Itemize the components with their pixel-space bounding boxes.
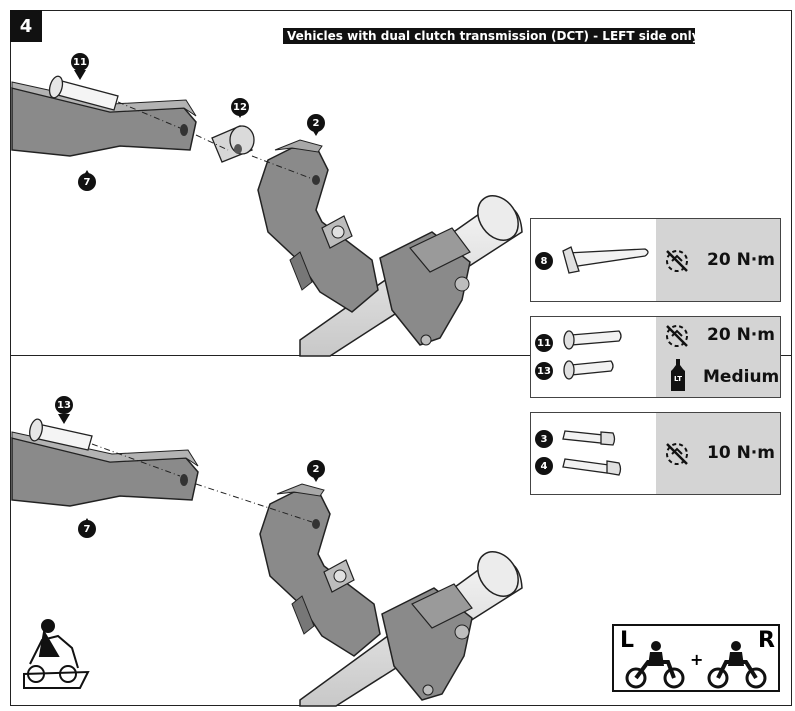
torque-value-3: 10 N·m xyxy=(707,443,775,463)
instruction-frame xyxy=(10,10,792,706)
callout-adapter-2-top: 2 xyxy=(307,114,325,132)
adapter-part-top xyxy=(257,147,379,313)
spec-box-bolts-3-4: 3 4 10 N·m xyxy=(530,412,781,495)
bolt-13-drawing xyxy=(29,418,93,451)
torque-wrench-icon xyxy=(666,443,688,465)
spec-box-bolts-11-13: 11 13 20 N·m LT Medium xyxy=(530,316,781,398)
plus-sign: + xyxy=(690,650,704,669)
right-side-label: R xyxy=(758,628,775,653)
bolt-11-drawing xyxy=(48,75,119,111)
callout-adapter-2-bottom: 2 xyxy=(307,460,325,478)
torque-wrench-icon xyxy=(666,250,688,272)
motorcycle-right-icon xyxy=(707,641,767,689)
step-number: 4 xyxy=(10,10,42,42)
part-badge-3: 3 xyxy=(535,430,553,448)
section-divider xyxy=(10,355,792,356)
bolt-11-icon xyxy=(563,330,622,350)
top-assembly xyxy=(11,75,523,357)
callout-handguard-7-top: 7 xyxy=(78,173,96,191)
spec-box-bolt-8: 8 20 N·m xyxy=(530,218,781,302)
part-badge-13: 13 xyxy=(535,362,553,380)
threadlocker-icon-text: LT xyxy=(673,375,683,383)
part-badge-4: 4 xyxy=(535,457,553,475)
left-side-label: L xyxy=(620,628,635,653)
callout-handguard-7-bottom: 7 xyxy=(78,520,96,538)
motorcycle-left-icon xyxy=(625,641,685,689)
socket-bolt-3-icon xyxy=(562,430,616,446)
callout-spacer-12: 12 xyxy=(231,98,249,116)
part-badge-11: 11 xyxy=(535,334,553,352)
socket-bolt-4-icon xyxy=(562,458,622,476)
torque-value-1: 20 N·m xyxy=(707,250,775,270)
callout-bolt-13: 13 xyxy=(55,396,73,414)
countersunk-bolt-icon xyxy=(562,246,649,274)
threadlocker-bottle-icon xyxy=(671,359,685,391)
spacer-12-drawing xyxy=(211,125,255,163)
adapter-part-bottom xyxy=(259,491,381,657)
threadlock-strength: Medium xyxy=(703,367,780,387)
part-badge-8: 8 xyxy=(535,252,553,270)
dct-warning-banner: Vehicles with dual clutch transmission (… xyxy=(283,28,705,44)
callout-bolt-11: 11 xyxy=(71,53,89,71)
side-indicator-box: L R + xyxy=(612,624,780,692)
bolt-13-icon xyxy=(563,360,614,380)
torque-wrench-icon xyxy=(666,325,688,347)
rider-side-icon xyxy=(23,619,90,689)
bottom-assembly xyxy=(11,418,523,707)
torque-value-2: 20 N·m xyxy=(707,325,775,345)
